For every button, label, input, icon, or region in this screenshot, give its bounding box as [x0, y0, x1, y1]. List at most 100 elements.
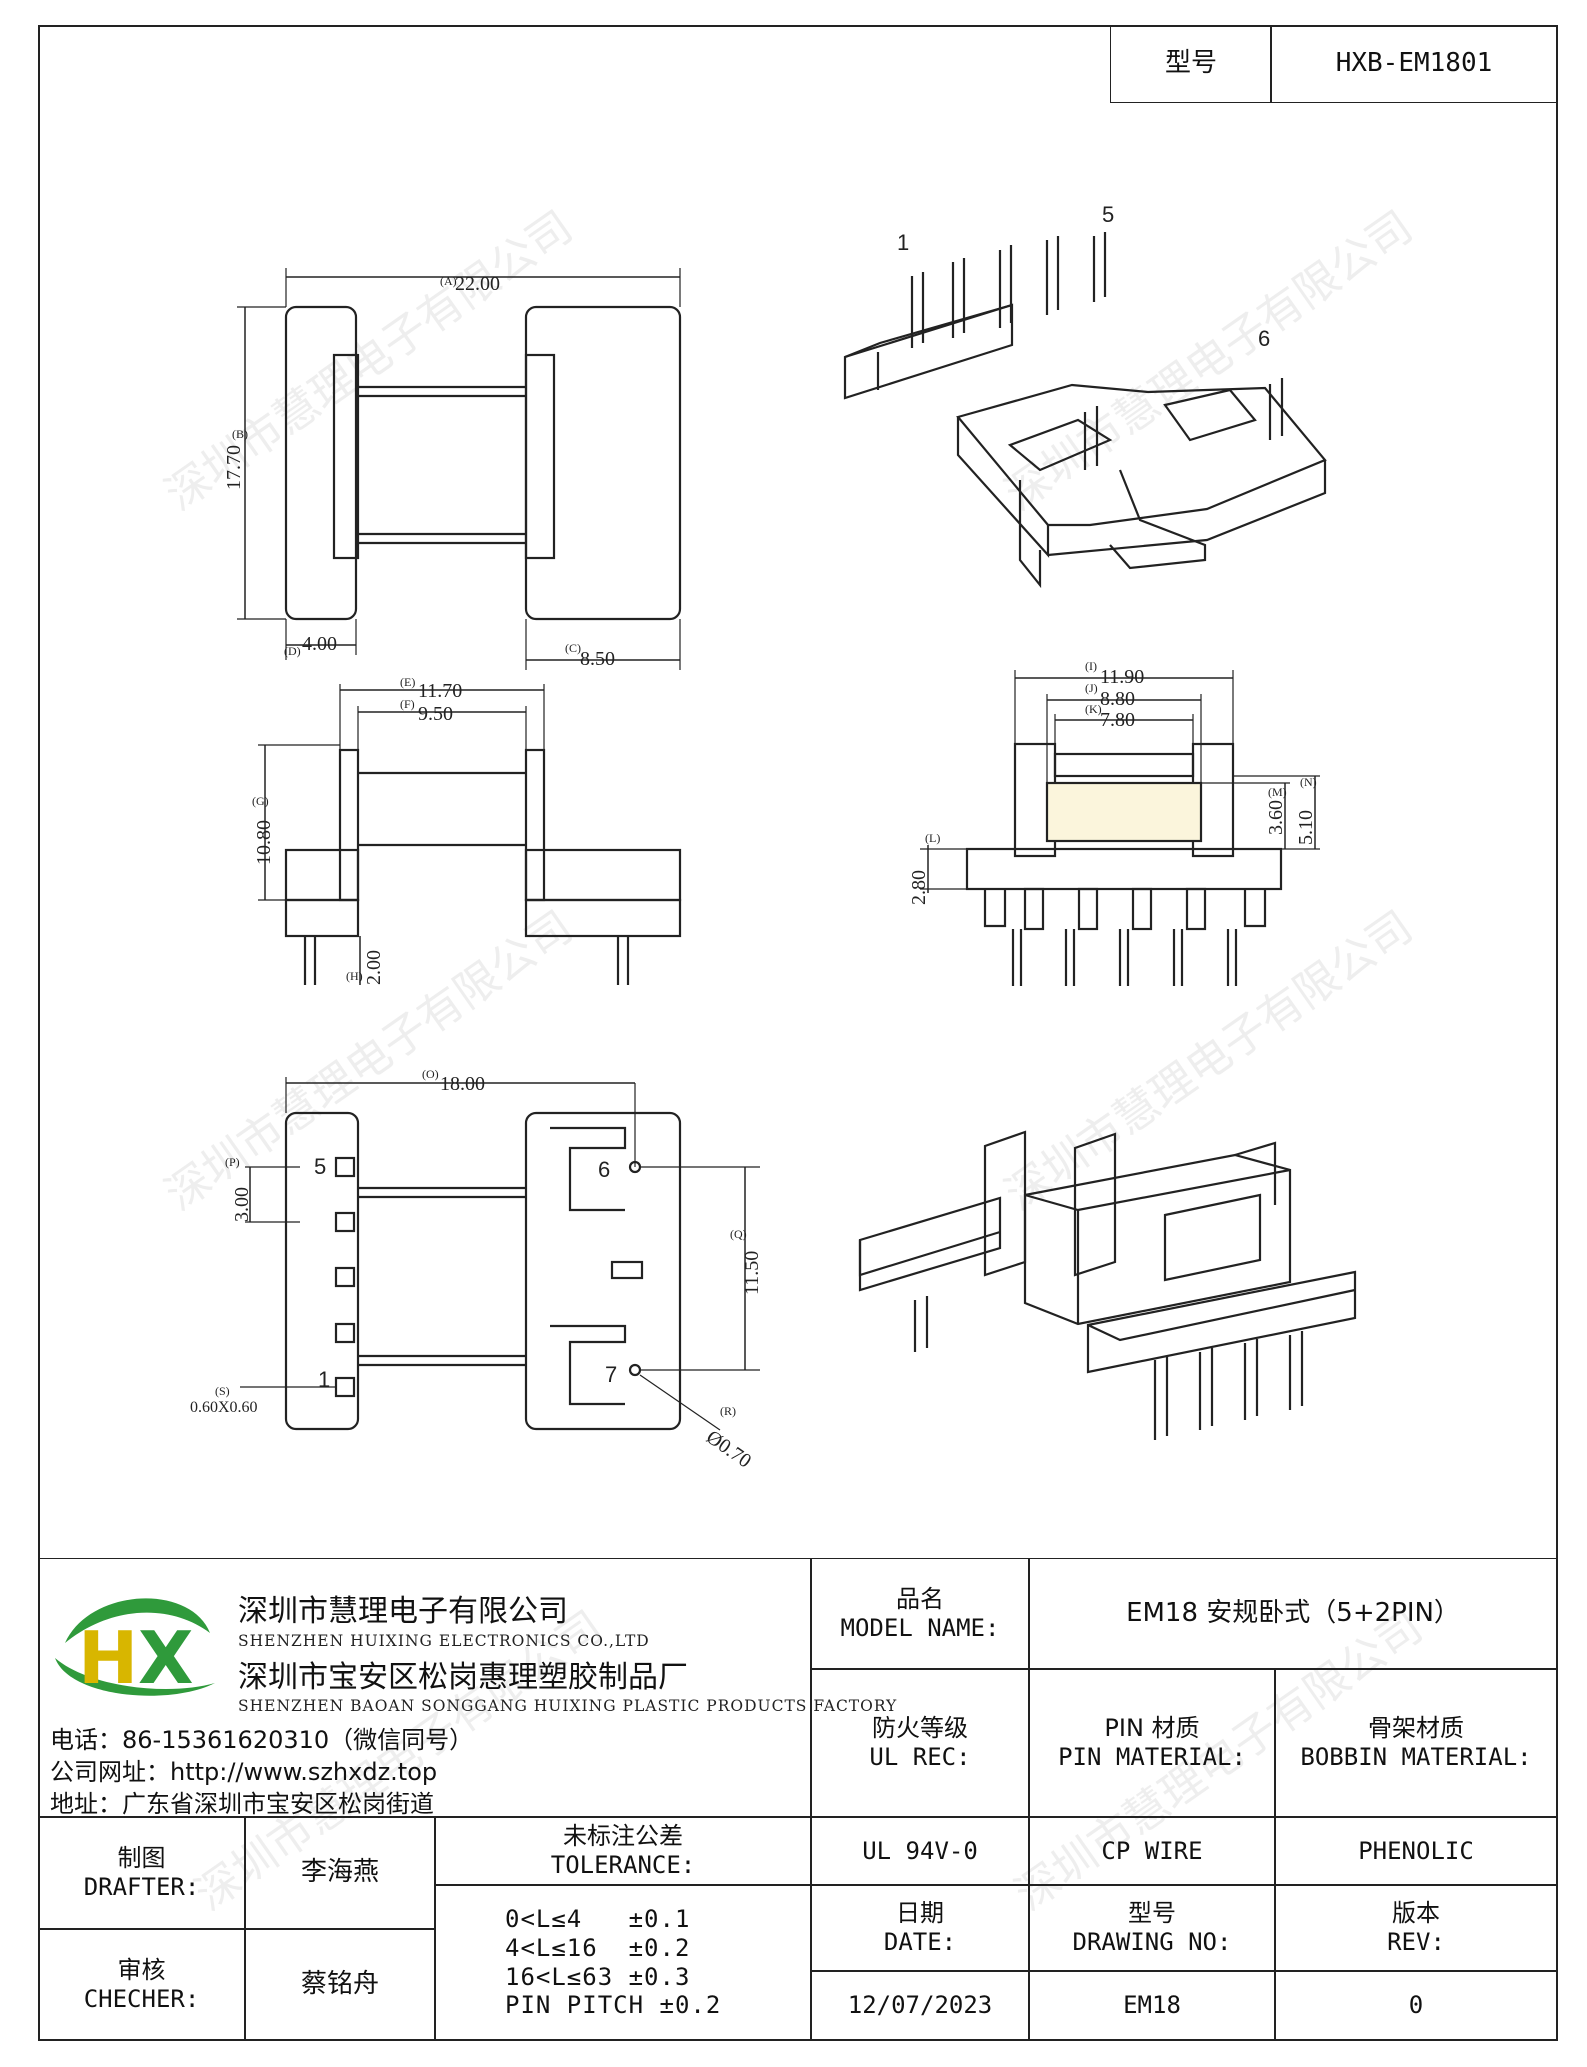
pin-material-label-cn: PIN 材质	[1104, 1714, 1200, 1743]
top-view	[237, 268, 682, 670]
date-label-cell: 日期 DATE:	[810, 1884, 1030, 1972]
product-name-label-cn: 品名	[896, 1585, 944, 1614]
tolerance-label-en: TOLERANCE:	[550, 1851, 696, 1879]
tolerance-line: 0<L≤4 ±0.1	[505, 1904, 691, 1933]
dim-F-letter: (F)	[400, 697, 415, 711]
dim-F-value: 9.50	[418, 703, 453, 725]
checker-label-cn: 审核	[117, 1955, 166, 1984]
model-value-cell: HXB-EM1801	[1270, 25, 1558, 103]
dim-P-letter: (P)	[225, 1155, 240, 1169]
pin-material-value: CP WIRE	[1101, 1836, 1203, 1865]
dim-C-value: 8.50	[580, 648, 615, 670]
bobbin-material-label-en: BOBBIN MATERIAL:	[1300, 1743, 1532, 1771]
company-address: 地址：广东省深圳市宝安区松岗街道	[50, 1790, 434, 1818]
logo-letter-x: X	[138, 1616, 194, 1700]
dim-I-value: 11.90	[1100, 666, 1144, 688]
dim-D-letter: (D)	[284, 644, 301, 658]
date-value-cell: 12/07/2023	[810, 1970, 1030, 2041]
date-label-cn: 日期	[896, 1899, 944, 1928]
product-name-value: EM18 安规卧式（5+2PIN）	[1126, 1598, 1460, 1629]
drafter-label-en: DRAFTER:	[83, 1873, 200, 1901]
logo-letter-h: H	[78, 1616, 138, 1700]
pin-material-value-cell: CP WIRE	[1028, 1816, 1276, 1886]
company-logo: H X	[55, 1598, 215, 1700]
isometric-view-bottom	[858, 1130, 1357, 1440]
drawing-no-value-cell: EM18	[1028, 1970, 1276, 2041]
checker-label-en: CHECHER:	[83, 1984, 200, 2013]
isometric-view-top	[843, 232, 1327, 589]
rev-value: 0	[1408, 1991, 1424, 2020]
model-label-cell: 型号	[1110, 25, 1272, 103]
dim-L-value: 2.80	[908, 870, 930, 905]
dim-M-value: 3.60	[1265, 800, 1287, 835]
drafter-label-cn: 制图	[117, 1844, 166, 1873]
pin-material-label-en: PIN MATERIAL:	[1058, 1743, 1246, 1771]
dim-E-letter: (E)	[400, 675, 415, 689]
tolerance-line: PIN PITCH ±0.2	[505, 1991, 722, 2020]
pin-label-5: 5	[1102, 202, 1114, 227]
tolerance-values-cell: 0<L≤4 ±0.1 4<L≤16 ±0.2 16<L≤63 ±0.3 PIN …	[434, 1884, 812, 2041]
product-name-value-cell: EM18 安规卧式（5+2PIN）	[1028, 1558, 1558, 1670]
dim-B-letter: (B)	[232, 427, 248, 441]
dim-D-value: 4.00	[302, 633, 337, 655]
fire-rating-label-cn: 防火等级	[872, 1714, 968, 1743]
dim-Q-value: 11.50	[741, 1251, 763, 1295]
product-name-label-cell: 品名 MODEL NAME:	[810, 1558, 1030, 1670]
tolerance-label-cell: 未标注公差 TOLERANCE:	[434, 1816, 812, 1886]
dim-K-value: 7.80	[1100, 709, 1135, 731]
pin-label-bottom-7: 7	[605, 1362, 617, 1387]
pin-material-label-cell: PIN 材质 PIN MATERIAL:	[1028, 1668, 1276, 1818]
bottom-view	[240, 1077, 760, 1431]
dim-G-letter: (G)	[252, 794, 269, 808]
drawing-no-value: EM18	[1123, 1991, 1181, 2020]
factory-name-cn: 深圳市宝安区松岗惠理塑胶制品厂	[238, 1660, 688, 1695]
checker-label-cell: 审核 CHECHER:	[38, 1928, 246, 2041]
dim-Q-letter: (Q)	[730, 1227, 747, 1241]
rev-value-cell: 0	[1274, 1970, 1558, 2041]
dim-J-value: 8.80	[1100, 688, 1135, 710]
dim-A-value: 22.00	[455, 273, 500, 295]
bobbin-material-label-cell: 骨架材质 BOBBIN MATERIAL:	[1274, 1668, 1558, 1818]
tolerance-line: 16<L≤63 ±0.3	[505, 1962, 691, 1991]
rev-label-en: REV:	[1387, 1928, 1445, 1956]
pin-labels: 1 5 6 5 1 6 7	[314, 202, 1270, 1392]
dim-H-letter: (H)	[346, 969, 363, 983]
rev-label-cn: 版本	[1392, 1899, 1440, 1928]
drawing-no-label-en: DRAWING NO:	[1072, 1928, 1232, 1956]
dim-L-letter: (L)	[925, 831, 940, 845]
drawing-no-label-cell: 型号 DRAWING NO:	[1028, 1884, 1276, 1972]
bobbin-material-value: PHENOLIC	[1358, 1836, 1474, 1865]
technical-drawing: (A) 22.00 (B) 17.70 (D) 4.00 (C) 8.50 (E…	[190, 202, 1357, 1472]
tolerance-label-cn: 未标注公差	[563, 1822, 683, 1851]
company-info-cell	[38, 1558, 812, 1818]
dim-C-letter: (C)	[565, 641, 581, 655]
dim-I-letter: (I)	[1085, 659, 1097, 673]
logo-swoosh-lower-icon	[55, 1658, 215, 1696]
dimension-labels: (A) 22.00 (B) 17.70 (D) 4.00 (C) 8.50 (E…	[190, 273, 1317, 1472]
pin-label-bottom-1: 1	[318, 1367, 330, 1392]
dim-A-letter: (A)	[440, 274, 457, 288]
dim-R-value: Ø0.70	[702, 1426, 755, 1472]
drafter-value-cell: 李海燕	[244, 1816, 436, 1930]
dim-G-value: 10.80	[253, 820, 275, 865]
dim-N-value: 5.10	[1295, 810, 1317, 845]
tolerance-line: 4<L≤16 ±0.2	[505, 1933, 691, 1962]
dim-E-value: 11.70	[418, 680, 462, 702]
date-value: 12/07/2023	[847, 1991, 993, 2020]
factory-name-en: SHENZHEN BAOAN SONGGANG HUIXING PLASTIC …	[238, 1697, 898, 1715]
drafter-value: 李海燕	[300, 1857, 379, 1888]
fire-rating-label-cell: 防火等级 UL REC:	[810, 1668, 1030, 1818]
dim-N-letter: (N)	[1300, 775, 1317, 789]
fire-rating-label-en: UL REC:	[869, 1743, 971, 1771]
dim-S-letter: (S)	[215, 1384, 230, 1398]
dim-P-value: 3.00	[231, 1187, 253, 1222]
dim-S-value: 0.60X0.60	[190, 1399, 258, 1416]
checker-value: 蔡铭舟	[300, 1968, 379, 1999]
company-name-cn: 深圳市慧理电子有限公司	[238, 1594, 568, 1629]
model-label: 型号	[1164, 48, 1217, 79]
pin-label-bottom-6: 6	[598, 1157, 610, 1182]
checker-value-cell: 蔡铭舟	[244, 1928, 436, 2041]
side-view	[920, 670, 1320, 986]
dim-K-letter: (K)	[1085, 702, 1102, 716]
model-value: HXB-EM1801	[1335, 48, 1493, 79]
